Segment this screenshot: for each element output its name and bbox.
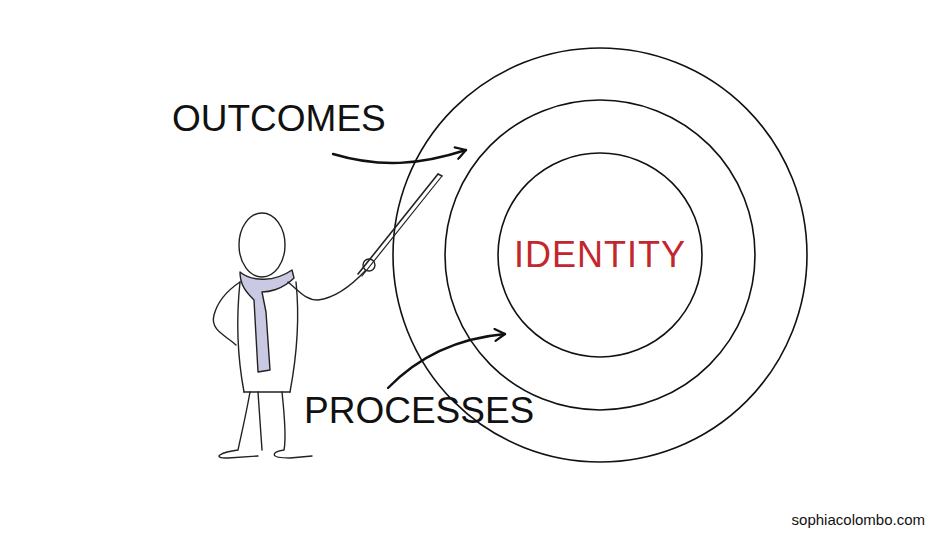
watermark: sophiacolombo.com — [792, 511, 925, 528]
leader-arrow — [333, 150, 466, 163]
leader-arrow — [388, 334, 505, 388]
core-label: IDENTITY — [514, 234, 686, 276]
ring-label: OUTCOMES — [172, 98, 386, 140]
identity-circle: IDENTITY — [497, 152, 703, 358]
middle-ring — [445, 100, 755, 410]
circle-outline — [498, 153, 702, 357]
ring-label: PROCESSES — [304, 390, 534, 432]
